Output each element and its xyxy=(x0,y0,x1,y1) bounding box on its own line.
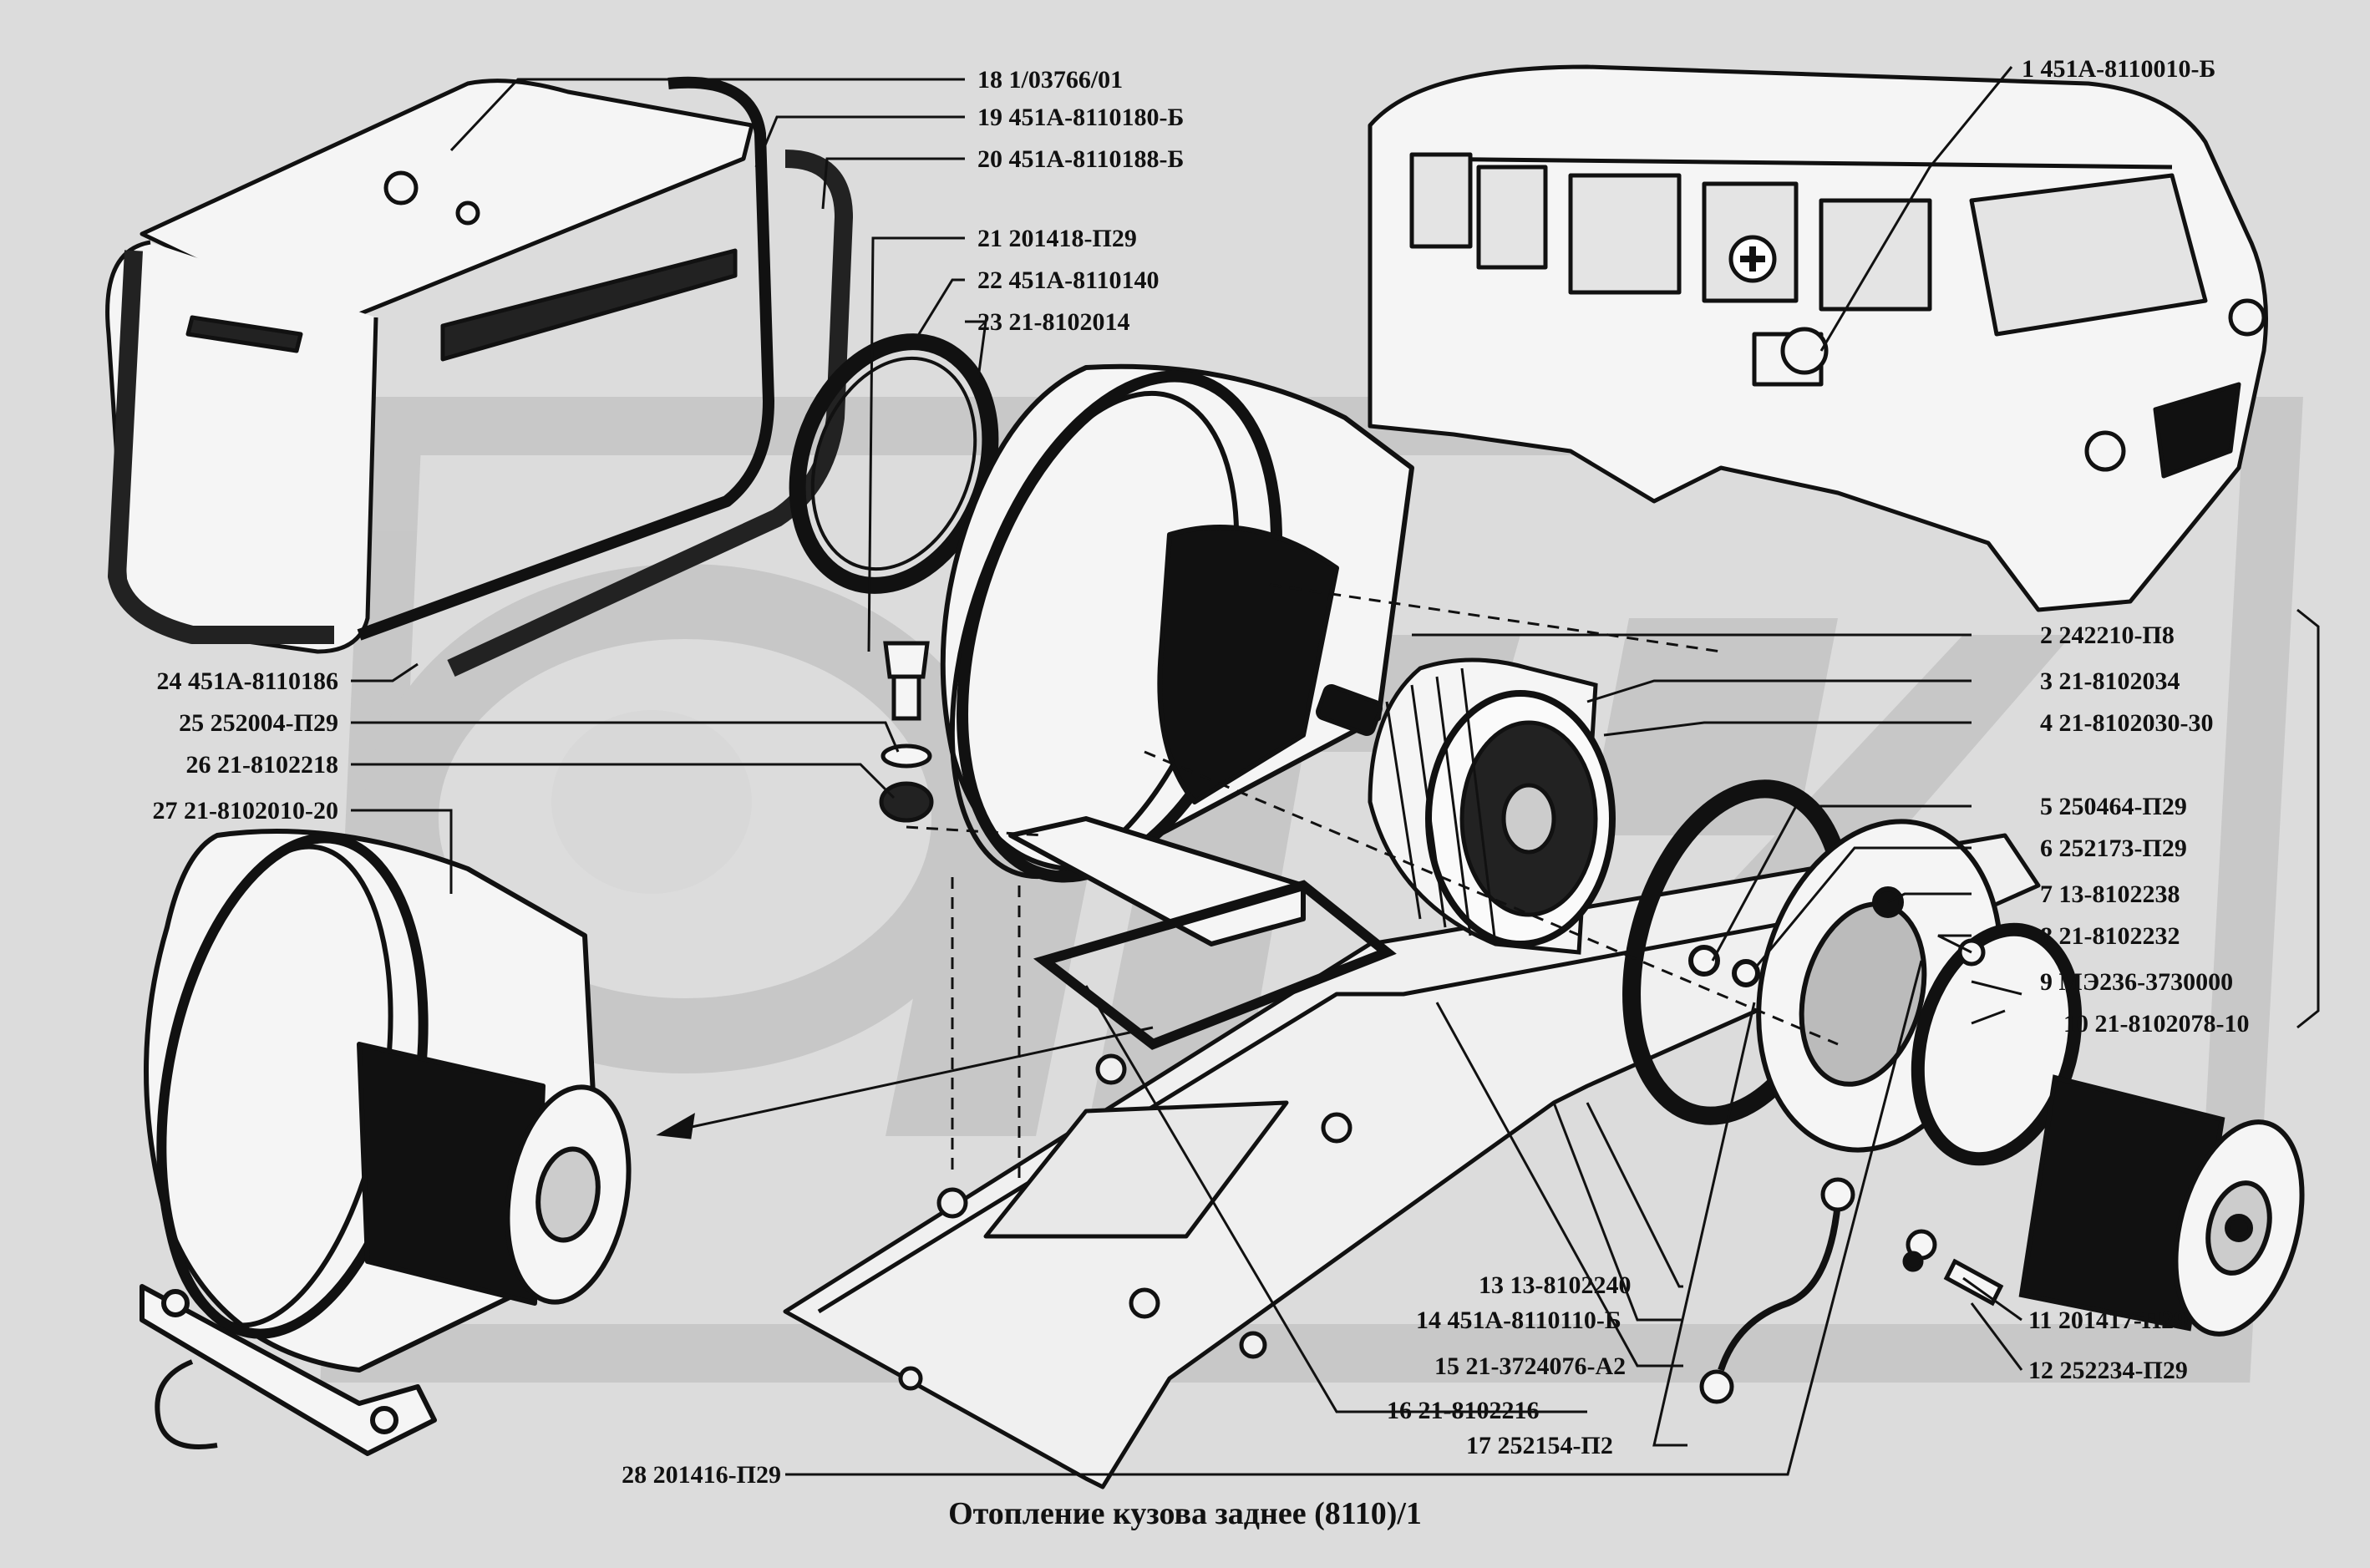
leader-lines xyxy=(351,66,2023,1476)
assembly-dashed-lines xyxy=(906,583,1839,1178)
callout-label-19: 19 451А-8110180-Б xyxy=(977,104,1184,131)
callout-label-16: 16 21-8102216 xyxy=(1387,1397,1540,1424)
rectangular-gasket xyxy=(1033,880,1397,1050)
assembled-heater xyxy=(140,829,632,1456)
callout-label-12: 12 252234-П29 xyxy=(2028,1357,2188,1384)
assembly-arrow xyxy=(656,1026,1154,1139)
callout-label-20: 20 451А-8110188-Б xyxy=(977,145,1184,173)
base-plate xyxy=(783,833,2041,1489)
callout-label-11: 11 201417-П29 xyxy=(2028,1307,2186,1334)
callout-label-27: 27 21-8102010-20 xyxy=(153,797,338,825)
callout-label-5: 5 250464-П29 xyxy=(2040,793,2187,820)
callout-label-25: 25 252004-П29 xyxy=(179,709,338,737)
callout-label-14: 14 451А-8110110-Б xyxy=(1416,1307,1621,1334)
callout-labels: 1 451А-8110010-Б 2 242210-П8 3 21-8102034 4… xyxy=(153,55,2250,1489)
fan-impeller xyxy=(1316,657,1616,955)
callout-label-7: 7 13-8102238 xyxy=(2040,880,2180,908)
callout-label-26: 26 21-8102218 xyxy=(186,751,339,779)
vehicle-body xyxy=(1368,64,2268,612)
diagram-caption: Отопление кузова заднее (8110)/1 xyxy=(948,1496,1422,1531)
callout-label-3: 3 21-8102034 xyxy=(2040,667,2180,695)
callout-label-10: 10 21-8102078-10 xyxy=(2063,1010,2249,1038)
callout-bracket xyxy=(2296,608,2320,1029)
callout-label-2: 2 242210-П8 xyxy=(2040,622,2175,649)
callout-label-1: 1 451А-8110010-Б xyxy=(2022,55,2215,83)
callout-label-15: 15 21-3724076-А2 xyxy=(1434,1352,1626,1380)
callout-label-13: 13 13-8102240 xyxy=(1479,1271,1632,1299)
callout-label-4: 4 21-8102030-30 xyxy=(2040,709,2213,737)
heater-cover-panel xyxy=(105,76,853,677)
callout-label-8: 8 21-8102232 xyxy=(2040,922,2180,950)
fasteners xyxy=(879,641,2004,1307)
callout-label-28: 28 201416-П29 xyxy=(622,1461,781,1489)
electric-motor xyxy=(1911,922,2305,1337)
callout-label-24: 24 451А-8110186 xyxy=(157,667,339,695)
callout-label-17: 17 252154-П2 xyxy=(1466,1432,1613,1459)
callout-label-18: 18 1/03766/01 xyxy=(977,66,1123,94)
callout-label-9: 9 МЭ236-3730000 xyxy=(2040,968,2233,996)
callout-label-22: 22 451А-8110140 xyxy=(977,266,1160,294)
callout-label-6: 6 252173-П29 xyxy=(2040,835,2187,862)
callout-label-23: 23 21-8102014 xyxy=(977,308,1130,336)
ground-wire xyxy=(1699,1177,1855,1404)
callout-label-21: 21 201418-П29 xyxy=(977,225,1137,252)
